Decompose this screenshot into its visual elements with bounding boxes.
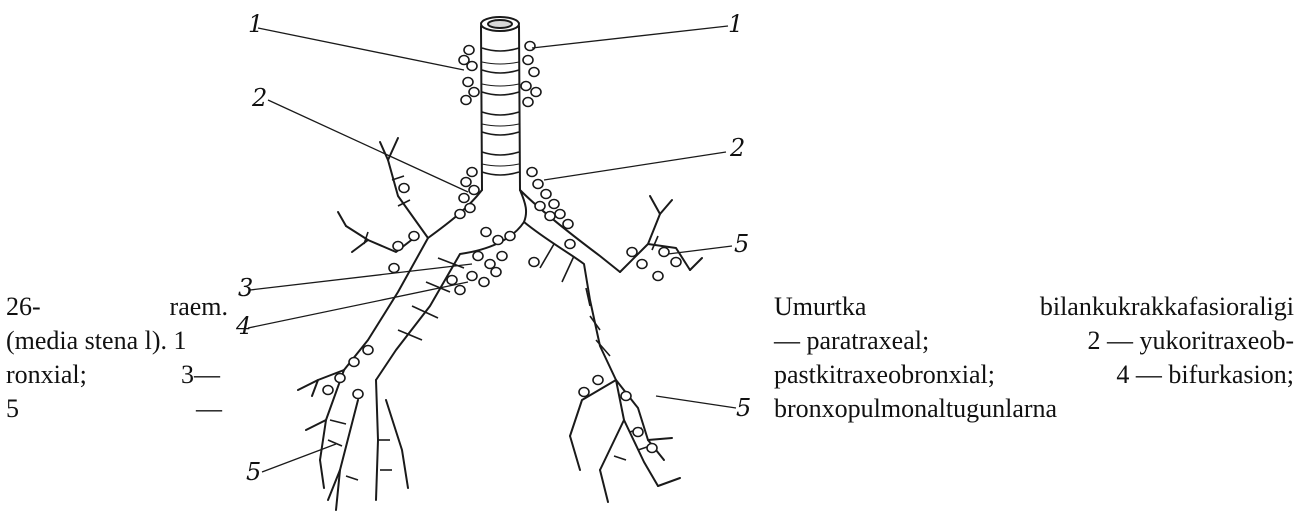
caption-text: — paratraxeal; [774,326,929,356]
figure-label: 2 [729,134,745,162]
caption-right-line-3: pastkitraxeobronxial; 4 — bifurkasion; [774,360,1294,390]
caption-text: 26- [6,292,41,322]
caption-left-line-3: ronxial; 3— [6,360,220,390]
caption-text: 2 — yukoritraxeob- [1087,326,1294,356]
caption-text: ronxial; [6,360,87,390]
caption-left-line-1: 26- raem. [6,292,228,322]
caption-text: 3— [181,360,220,390]
caption-left-line-4: 5 — [6,394,222,424]
caption-text: bilankukrakkafasioraligi [1040,292,1294,322]
figure-label: 1 [248,10,263,38]
caption-right-line-1: Umurtka bilankukrakkafasioraligi [774,292,1294,322]
figure-label: 5 [734,230,749,258]
caption-text: 5 [6,394,19,424]
caption-left-line-2: (media stena l). 1 [6,326,187,356]
caption-text: raem. [170,292,228,322]
figure-label: 2 [251,84,267,112]
caption-text: Umurtka [774,292,866,322]
figure-label: 4 [235,312,251,340]
caption-text: (media stena l). 1 [6,326,187,355]
figure-label: 5 [736,394,751,422]
caption-right-line-2: — paratraxeal; 2 — yukoritraxeob- [774,326,1294,356]
caption-right-line-4: bronxopulmonaltugunlarna [774,394,1057,424]
caption-text: — [196,394,222,424]
figure-label: 5 [246,458,261,486]
figure-label: 1 [728,10,743,38]
caption-text: 4 — bifurkasion; [1116,360,1294,390]
figure-label: 3 [238,274,253,302]
caption-text: pastkitraxeobronxial; [774,360,995,390]
caption-text: bronxopulmonaltugunlarna [774,394,1057,423]
bronchial-tree-figure: 1 1 2 2 3 4 5 5 5 [228,0,774,530]
